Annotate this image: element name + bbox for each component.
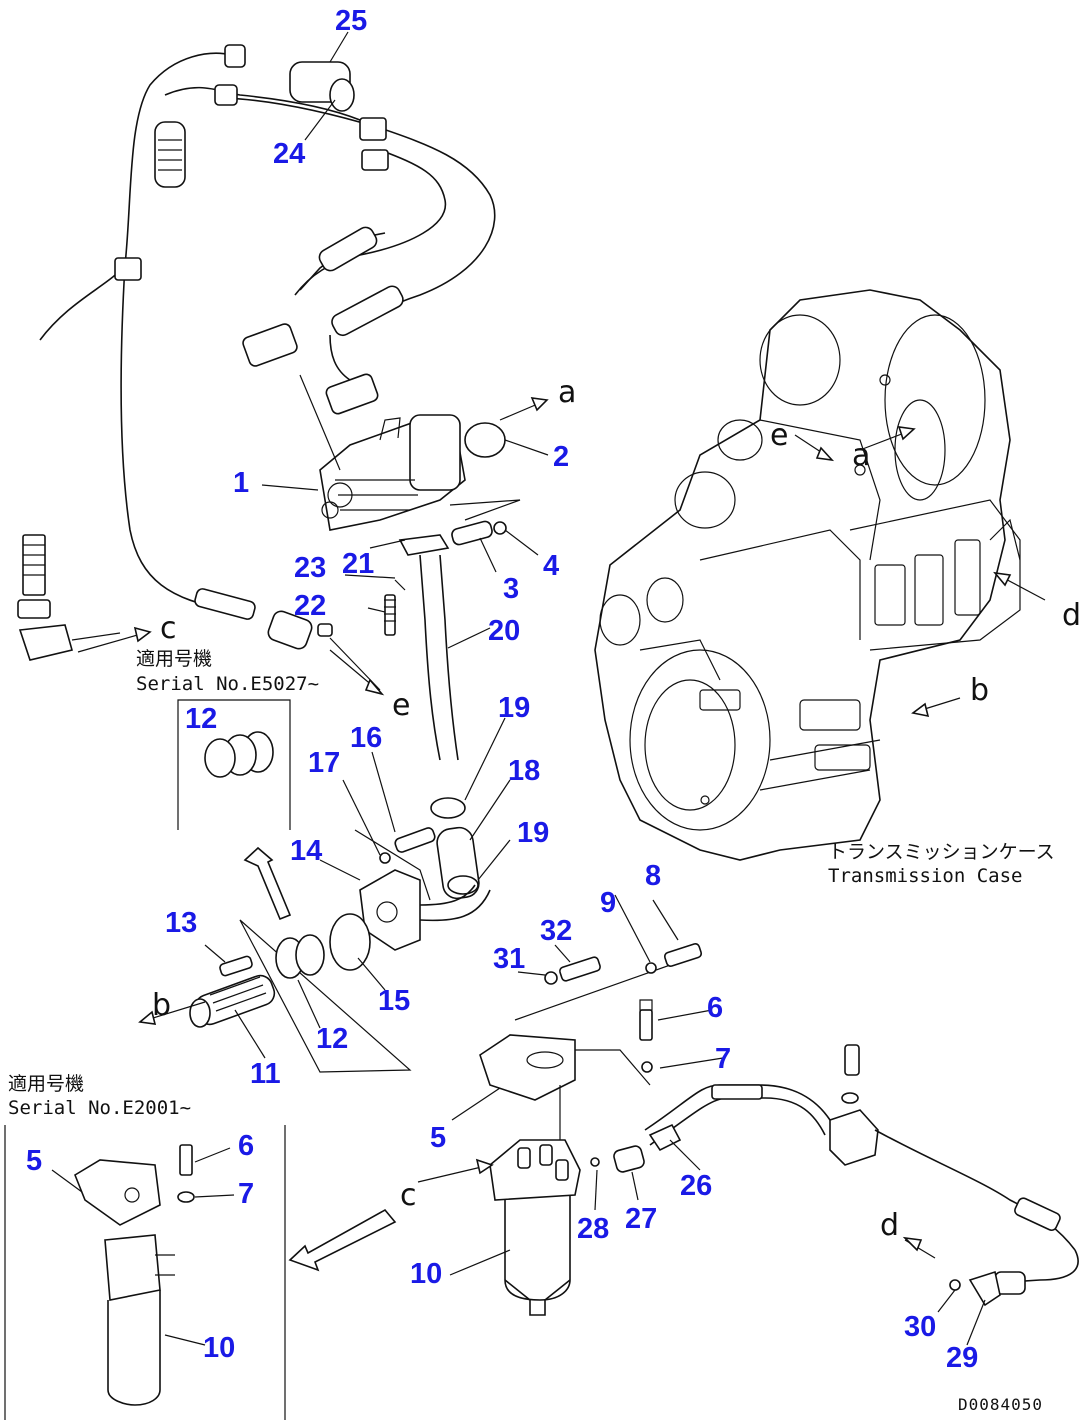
part-number-19-lower[interactable]: 19 [517,817,549,849]
part-number-19-upper[interactable]: 19 [498,692,530,724]
middle-connectors [243,797,491,971]
part-number-25[interactable]: 25 [335,5,367,37]
connection-letters: a e a c d e b b c d [152,375,1081,1243]
part-number-29[interactable]: 29 [946,1342,978,1374]
part-number-5-main[interactable]: 5 [430,1122,446,1154]
serial-note-jp-e5027: 適用号機 [136,648,212,670]
leader-lines [51,31,986,1346]
notes: 適用号機 Serial No.E5027~ 適用号機 Serial No.E20… [8,648,1055,1414]
bolts-right [514,943,703,1086]
part-number-6-inset[interactable]: 6 [238,1130,254,1162]
part-number-12-inset[interactable]: 12 [185,703,217,735]
part-number-26[interactable]: 26 [680,1170,712,1202]
part-number-16[interactable]: 16 [350,722,382,754]
letter-d-case: d [1062,598,1081,633]
letter-d-lower: d [880,1208,899,1243]
part-number-2[interactable]: 2 [553,441,569,473]
letter-a-case: a [852,438,870,473]
part-number-4[interactable]: 4 [543,550,559,582]
transmission-case-label-jp: トランスミッションケース [828,841,1055,863]
line-art [4,31,1079,1420]
flow-arrows [77,397,1046,1272]
part-number-30[interactable]: 30 [904,1311,936,1343]
part-number-3[interactable]: 3 [503,573,519,605]
part-number-1[interactable]: 1 [233,467,249,499]
part-number-22[interactable]: 22 [294,590,326,622]
letter-b-filter: b [152,988,171,1023]
part-number-14[interactable]: 14 [290,835,322,867]
inset-e2001 [4,1125,286,1420]
part-number-27[interactable]: 27 [625,1203,657,1235]
part-number-8[interactable]: 8 [645,860,661,892]
part-number-32[interactable]: 32 [540,915,572,947]
part-number-21[interactable]: 21 [342,548,374,580]
filter-block [189,919,412,1073]
part-number-17[interactable]: 17 [308,747,340,779]
pump-assembly [299,374,521,761]
part-number-7-main[interactable]: 7 [715,1043,731,1075]
serial-note-en-e5027: Serial No.E5027~ [136,673,319,695]
part-number-11[interactable]: 11 [250,1058,281,1090]
part-number-6-main[interactable]: 6 [707,992,723,1024]
letter-e-left: e [392,688,410,723]
serial-note-jp-e2001: 適用号機 [8,1073,84,1095]
letter-a-pump: a [558,375,576,410]
part-number-10-inset[interactable]: 10 [203,1332,235,1364]
part-number-24[interactable]: 24 [273,138,305,170]
part-number-20[interactable]: 20 [488,615,520,647]
part-number-10-main[interactable]: 10 [410,1258,442,1290]
part-numbers: 25 24 1 2 21 23 3 4 22 20 12 19 16 17 18… [26,5,978,1374]
part-number-23[interactable]: 23 [294,552,326,584]
part-number-9[interactable]: 9 [600,887,616,919]
serial-note-en-e2001: Serial No.E2001~ [8,1097,191,1119]
letter-c-filter: c [400,1178,417,1213]
inset-e5027 [177,699,291,830]
part-number-12-lower[interactable]: 12 [316,1023,348,1055]
transmission-case [594,289,1021,861]
left-fittings [17,534,381,691]
part-number-31[interactable]: 31 [493,943,525,975]
drawing-code: D0084050 [958,1395,1043,1414]
letter-e-case: e [770,418,788,453]
letter-c-left: c [160,611,177,646]
part-number-5-inset[interactable]: 5 [26,1145,42,1177]
hose-upper-loop [39,44,496,611]
part-number-18[interactable]: 18 [508,755,540,787]
letter-b-case: b [970,673,989,708]
part-number-13[interactable]: 13 [165,907,197,939]
transmission-case-label-en: Transmission Case [828,865,1022,887]
bracket-filter-main [479,999,1079,1316]
part-number-7-inset[interactable]: 7 [238,1178,254,1210]
part-number-28[interactable]: 28 [577,1213,609,1245]
part-number-15[interactable]: 15 [378,985,410,1017]
